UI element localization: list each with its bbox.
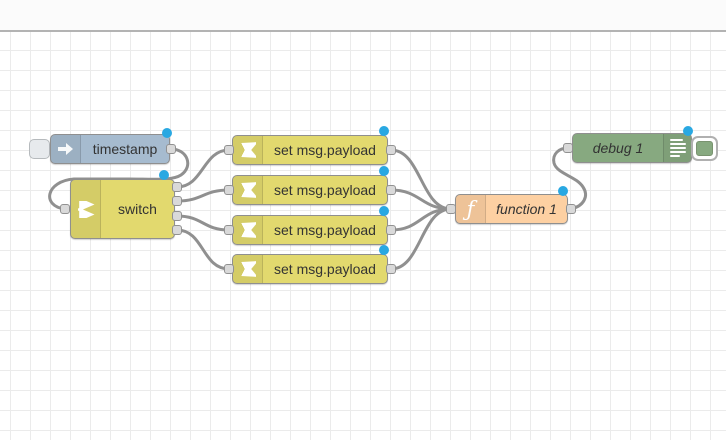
node-label: debug 1 bbox=[592, 140, 644, 156]
changed-indicator bbox=[379, 245, 389, 255]
changed-indicator bbox=[159, 170, 169, 180]
change4-output-port[interactable] bbox=[386, 264, 396, 274]
inject-icon-section bbox=[51, 135, 81, 163]
switch-output-port-4[interactable] bbox=[172, 225, 182, 235]
node-function-1[interactable]: ƒ function 1 bbox=[455, 194, 568, 224]
node-label: set msg.payload bbox=[274, 222, 376, 238]
switch-input-port[interactable] bbox=[60, 204, 70, 214]
timestamp-output-port[interactable] bbox=[166, 144, 176, 154]
node-label: set msg.payload bbox=[274, 261, 376, 277]
node-label: set msg.payload bbox=[274, 142, 376, 158]
debug-list-icon bbox=[669, 139, 686, 157]
change2-output-port[interactable] bbox=[386, 185, 396, 195]
change3-input-port[interactable] bbox=[224, 225, 234, 235]
switch-output-port-3[interactable] bbox=[172, 211, 182, 221]
function-icon: ƒ bbox=[466, 196, 475, 221]
change-shuffle-icon bbox=[240, 261, 256, 277]
debug-input-port[interactable] bbox=[563, 143, 573, 153]
change1-output-port[interactable] bbox=[386, 145, 396, 155]
header-strip bbox=[0, 0, 726, 32]
changed-indicator bbox=[558, 186, 568, 196]
switch-output-port-2[interactable] bbox=[172, 196, 182, 206]
debug-enable-toggle[interactable] bbox=[691, 136, 718, 161]
change2-input-port[interactable] bbox=[224, 185, 234, 195]
change-shuffle-icon bbox=[240, 182, 256, 198]
node-change-4[interactable]: set msg.payload bbox=[232, 254, 388, 284]
change-icon-section bbox=[233, 136, 263, 164]
inject-arrow-icon bbox=[58, 143, 73, 155]
node-debug-1[interactable]: debug 1 bbox=[572, 133, 692, 163]
node-change-3[interactable]: set msg.payload bbox=[232, 215, 388, 245]
function-icon-section: ƒ bbox=[456, 195, 486, 223]
node-label: set msg.payload bbox=[274, 182, 376, 198]
function-input-port[interactable] bbox=[446, 204, 456, 214]
change-shuffle-icon bbox=[240, 142, 256, 158]
change4-input-port[interactable] bbox=[224, 264, 234, 274]
node-inject-timestamp[interactable]: timestamp bbox=[50, 134, 170, 164]
changed-indicator bbox=[162, 128, 172, 138]
switch-output-port-1[interactable] bbox=[172, 182, 182, 192]
node-label: switch bbox=[118, 201, 157, 217]
function-output-port[interactable] bbox=[566, 204, 576, 214]
changed-indicator bbox=[379, 126, 389, 136]
node-change-2[interactable]: set msg.payload bbox=[232, 175, 388, 205]
changed-indicator bbox=[379, 166, 389, 176]
change-icon-section bbox=[233, 216, 263, 244]
switch-icon bbox=[77, 200, 95, 218]
node-label: timestamp bbox=[92, 141, 158, 157]
change-icon-section bbox=[233, 176, 263, 204]
switch-icon-section bbox=[71, 180, 101, 238]
node-change-1[interactable]: set msg.payload bbox=[232, 135, 388, 165]
node-switch[interactable]: switch bbox=[70, 179, 175, 239]
change1-input-port[interactable] bbox=[224, 145, 234, 155]
debug-icon-section bbox=[663, 134, 691, 162]
inject-trigger-button[interactable] bbox=[29, 139, 50, 159]
change-shuffle-icon bbox=[240, 222, 256, 238]
changed-indicator bbox=[683, 126, 693, 136]
debug-toggle-state bbox=[696, 141, 713, 156]
node-label: function 1 bbox=[496, 201, 557, 217]
changed-indicator bbox=[379, 206, 389, 216]
change-icon-section bbox=[233, 255, 263, 283]
change3-output-port[interactable] bbox=[386, 225, 396, 235]
